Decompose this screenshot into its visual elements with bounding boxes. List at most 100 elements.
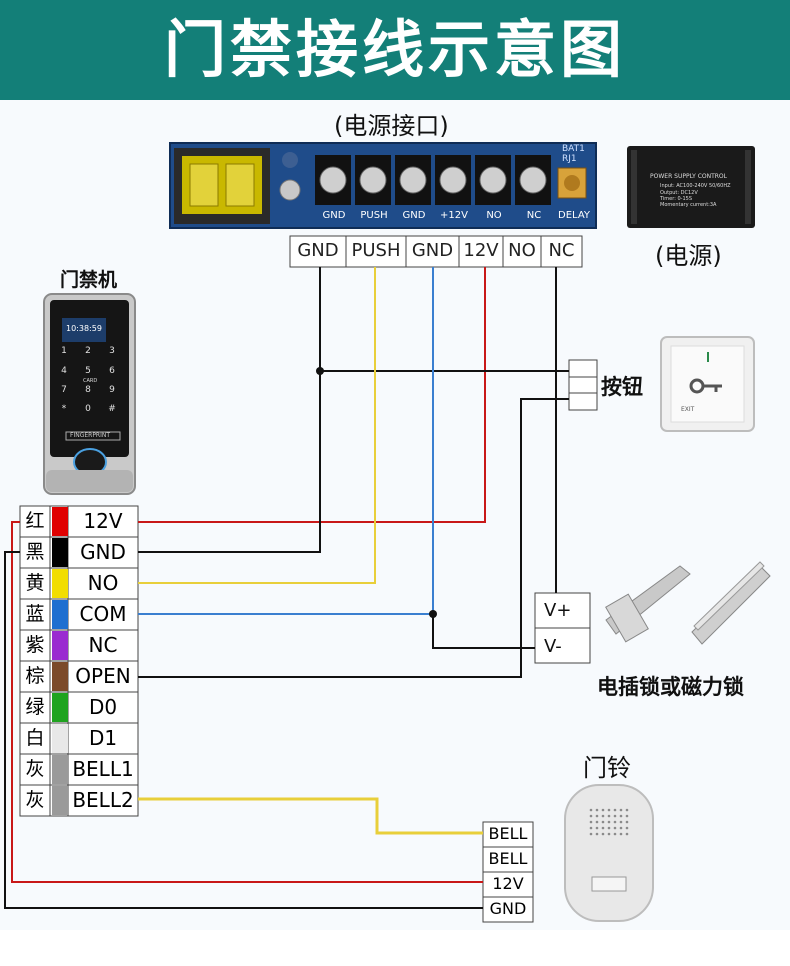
control-board [169,142,597,229]
speaker-hole [619,826,623,830]
wire-bell-gnd [4,551,483,909]
speaker-hole [625,826,629,830]
speaker-hole [595,820,599,824]
terminal-12v: 12V [463,240,499,261]
page-title: 门禁接线示意图 [163,13,626,86]
wire-no-yellow [138,267,376,584]
terminal-gnd-1: GND [297,240,339,261]
wire-color-name: 红 [25,510,45,532]
wire-lock-minus [432,614,535,649]
screw-head [479,166,507,194]
keypad-key: 8 [85,385,91,395]
speaker-hole [613,820,617,824]
board-terminal-label: GND [402,210,426,221]
exit-button-text: EXIT [681,406,695,413]
speaker-hole [625,832,629,836]
speaker-hole [607,832,611,836]
lock-terminal-vminus: V- [544,636,562,657]
reader-fingerprint-text: FINGERPRINT [70,432,111,439]
doorbell-label: 门铃 [583,754,631,782]
keypad-key: * [62,404,67,414]
speaker-hole [607,820,611,824]
wire-color-name: 灰 [25,758,45,780]
speaker-hole [625,814,629,818]
terminal-push: PUSH [351,240,401,261]
wire-open-exit [138,398,569,678]
speaker-hole [601,832,605,836]
wire-signal-name: NO [87,571,119,595]
board-terminal-label: +12V [440,210,468,221]
wire-color-swatch [52,693,68,722]
wire-color-name: 灰 [25,789,45,811]
keypad-key: 7 [61,385,67,395]
doorbell-device [564,784,654,922]
power-interface-label: (电源接口) [334,112,449,140]
wire-color-swatch [52,724,68,753]
speaker-hole [619,808,623,812]
wire-signal-name: 12V [83,509,123,533]
reader-label: 门禁机 [60,269,118,291]
wire-signal-name: OPEN [75,664,131,688]
reader-card-text: CARD [83,378,98,384]
speaker-hole [613,832,617,836]
wire-signal-name: GND [80,540,126,564]
screw-head [519,166,547,194]
speaker-hole [595,832,599,836]
speaker-hole [607,808,611,812]
keypad-key: 0 [85,404,91,414]
speaker-hole [601,826,605,830]
keypad-key: 2 [85,346,91,356]
psu-line-4: Timer: 0-15S [660,196,692,202]
keypad-key: 9 [109,385,115,395]
wire-signal-name: D0 [88,695,118,719]
keypad-key: 3 [109,346,115,356]
wire-signal-name: D1 [88,726,118,750]
wire-color-swatch [52,569,68,598]
keypad-key: 5 [85,366,91,376]
speaker-hole [625,820,629,824]
keypad-key: 4 [61,366,67,376]
speaker-hole [625,808,629,812]
exit-button-label: 按钮 [601,375,643,399]
wire-color-name: 棕 [25,665,45,687]
wire-signal-name: NC [88,633,118,657]
speaker-hole [619,820,623,824]
wire-12v-red [138,267,486,523]
wire-color-name: 绿 [25,696,45,718]
wire-color-name: 紫 [25,634,45,656]
lock-label: 电插锁或磁力锁 [597,675,744,699]
speaker-hole [589,826,593,830]
speaker-hole [589,814,593,818]
wire-color-swatch [52,538,68,567]
power-supply-unit [627,146,755,228]
keypad-key: 1 [61,346,67,356]
bell-terminal-12v: 12V [492,874,524,893]
speaker-hole [595,826,599,830]
wire-color-swatch [52,786,68,815]
wire-color-name: 白 [25,727,45,749]
speaker-hole [595,808,599,812]
speaker-hole [601,820,605,824]
wire-color-swatch [52,631,68,660]
keypad-key: 6 [109,366,115,376]
screw-head [439,166,467,194]
speaker-hole [607,826,611,830]
speaker-hole [613,814,617,818]
terminal-gnd-2: GND [411,240,454,261]
screw-head [399,166,427,194]
speaker-hole [589,832,593,836]
wire-signal-name: COM [79,602,127,626]
psu-line-3: Output: DC12V [660,190,698,196]
wire-bell-12v [11,521,483,883]
header-banner: 门禁接线示意图 [0,0,790,100]
wire-bell-yellow [138,797,483,835]
speaker-hole [619,814,623,818]
screw-head [359,166,387,194]
wire-color-name: 黄 [25,572,45,594]
board-terminal-label: NC [526,210,542,221]
wire-color-swatch [52,755,68,784]
terminal-no: NO [508,240,536,261]
wire-color-name: 蓝 [25,603,45,625]
board-terminal-label: PUSH [360,210,388,221]
board-terminal-label: DELAY [558,210,590,221]
